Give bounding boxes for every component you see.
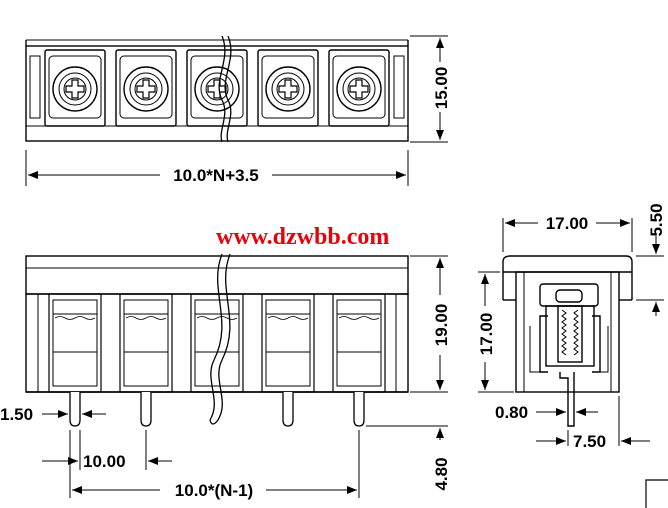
screw-head (539, 283, 599, 307)
top-view (25, 39, 409, 142)
dim-pin-width-label: 1.50 (0, 405, 33, 424)
front-cell (261, 293, 315, 393)
dim-height-front-label: 19.00 (432, 304, 451, 347)
side-cover (502, 255, 633, 272)
side-view (502, 255, 633, 427)
dim-pin-width: 1.50 (0, 405, 106, 424)
dim-pin-length: 4.80 (432, 428, 451, 491)
frame-corner (645, 479, 668, 508)
dim-side-height: 17.00 (477, 274, 496, 390)
front-cell (332, 293, 386, 393)
terminal-cell (328, 49, 390, 127)
dim-side-top-label: 5.50 (647, 203, 666, 236)
pin (353, 392, 365, 427)
front-view (25, 255, 409, 393)
dim-height-top: 15.00 (432, 38, 451, 140)
dim-side-offset-label: 7.50 (573, 432, 606, 451)
front-cell (48, 293, 102, 393)
screw-head-icon (123, 66, 169, 112)
front-break-line (209, 253, 231, 425)
pin (69, 392, 81, 427)
screw-head-icon (52, 66, 98, 112)
dim-pitch: 10.00 (42, 452, 172, 471)
pin (140, 392, 152, 427)
side-pin (559, 372, 575, 427)
dim-side-width-label: 17.00 (546, 214, 589, 233)
front-body (25, 293, 409, 393)
watermark-text: www.dzwbb.com (216, 224, 389, 250)
screw-head-icon (265, 66, 311, 112)
terminal-cell (115, 49, 177, 127)
dim-side-height-label: 17.00 (477, 313, 496, 356)
dim-side-offset: 7.50 (536, 432, 650, 451)
front-cell (119, 293, 173, 393)
screw-head-icon (194, 66, 240, 112)
dim-pitch-total-label: 10.0*(N-1) (175, 481, 253, 500)
dim-side-top: 5.50 (647, 203, 666, 316)
dim-pitch-total: 10.0*(N-1) (72, 481, 357, 500)
dim-pin-length-label: 4.80 (432, 457, 451, 490)
dim-height-top-label: 15.00 (432, 67, 451, 110)
dim-width-total-label: 10.0*N+3.5 (173, 166, 259, 185)
pin (282, 392, 294, 427)
dim-side-pin-label: 0.80 (495, 403, 528, 422)
terminal-cell (44, 49, 106, 127)
top-break-line (218, 35, 232, 143)
terminal-cell (186, 49, 248, 127)
dim-width-total: 10.0*N+3.5 (28, 166, 406, 185)
front-cell (190, 293, 244, 393)
top-view-outline (25, 45, 409, 142)
front-pins (69, 392, 365, 427)
dim-pitch-label: 10.00 (83, 452, 126, 471)
screw-head-icon (336, 66, 382, 112)
dim-side-width: 17.00 (505, 214, 630, 233)
terminal-cell (257, 49, 319, 127)
dim-side-pin: 0.80 (495, 403, 598, 422)
dim-height-front: 19.00 (432, 258, 451, 390)
front-top-band (25, 255, 409, 295)
